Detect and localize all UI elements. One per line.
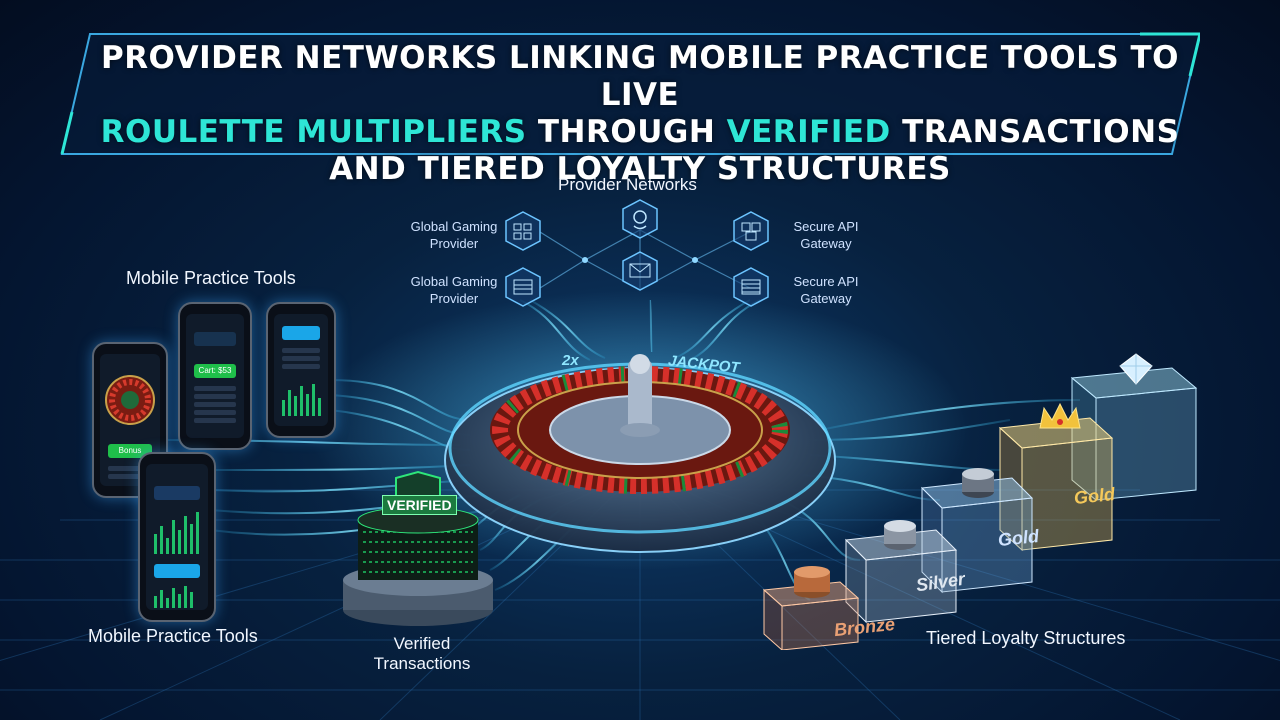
title-text-through: THROUGH <box>526 114 727 150</box>
phone-wallet-app: Cart: $53 <box>178 302 252 450</box>
phone-stats-app <box>266 302 336 438</box>
provider-node-4-line-1: Secure API <box>793 274 859 289</box>
phone-header-bar <box>282 326 320 340</box>
roulette-wheel <box>444 354 836 553</box>
bar-chart-icon <box>154 586 193 608</box>
provider-node-3-line-2: Gateway <box>800 236 852 251</box>
phone-screen <box>274 314 328 426</box>
provider-node-label-2: Global Gaming Provider <box>398 273 510 307</box>
tier-label-gold-high: Gold <box>1073 483 1116 509</box>
phone-row <box>282 364 320 369</box>
provider-networks-heading: Provider Networks <box>558 175 697 194</box>
phone-row <box>194 402 236 407</box>
phone-screen <box>146 464 208 610</box>
mini-roulette-icon <box>105 375 155 425</box>
server-rack-icon <box>505 267 541 307</box>
provider-node-1-line-2: Provider <box>429 236 479 251</box>
phone-screen: Cart: $53 <box>186 314 244 438</box>
crown-icon <box>1039 402 1081 429</box>
provider-node-4-line-2: Gateway <box>800 291 852 306</box>
phone-row <box>108 466 152 471</box>
phone-bonus-button[interactable]: Bonus <box>108 444 152 458</box>
phone-row <box>194 410 236 415</box>
title-highlight-verified: VERIFIED <box>726 114 891 150</box>
lock-cube-icon <box>733 211 769 251</box>
tier-block-bronze <box>762 581 860 650</box>
phone-roulette-app: Bonus <box>92 342 168 498</box>
verified-label-line-2: Transactions <box>373 654 471 673</box>
provider-node-3-line-1: Secure API <box>793 219 859 234</box>
phone-row <box>194 418 236 423</box>
grid-chip-icon <box>505 211 541 251</box>
bronze-coin-stack <box>794 566 830 598</box>
phone-action-button[interactable] <box>154 564 200 578</box>
phone-row <box>194 394 236 399</box>
title-banner-frame <box>60 32 1200 155</box>
provider-node-1-line-1: Global Gaming <box>410 219 498 234</box>
title-line-2: ROULETTE MULTIPLIERS THROUGH VERIFIED TR… <box>60 114 1220 151</box>
verified-transactions-label: Verified Transactions <box>362 634 482 674</box>
phone-row <box>282 356 320 361</box>
provider-node-2-line-1: Global Gaming <box>410 274 498 289</box>
phone-header-bar <box>194 332 236 346</box>
phone-analytics-app <box>138 452 216 622</box>
phone-header-bar <box>154 486 200 500</box>
phone-row <box>194 386 236 391</box>
provider-node-2-line-2: Provider <box>429 291 479 306</box>
bar-chart-icon <box>282 384 321 416</box>
envelope-icon <box>622 251 658 291</box>
mobile-tools-heading-top: Mobile Practice Tools <box>126 268 296 288</box>
headset-icon <box>622 199 658 239</box>
title-highlight-multipliers: ROULETTE MULTIPLIERS <box>100 114 527 150</box>
phone-row <box>108 474 152 479</box>
phone-row <box>282 348 320 353</box>
page-title: PROVIDER NETWORKS LINKING MOBILE PRACTIC… <box>60 40 1220 188</box>
multiplier-badge: 2x <box>562 352 579 369</box>
mobile-tools-heading-bottom: Mobile Practice Tools <box>88 626 258 646</box>
bar-chart-icon <box>154 512 199 554</box>
silver-coin-stack <box>884 520 916 550</box>
diamond-icon <box>1119 353 1153 385</box>
loyalty-heading: Tiered Loyalty Structures <box>926 628 1126 648</box>
loyalty-tier-blocks <box>762 353 1198 650</box>
verified-badge: VERIFIED <box>382 495 457 515</box>
title-text-transactions: TRANSACTIONS <box>890 114 1180 150</box>
title-line-3: AND TIERED LOYALTY STRUCTURES <box>329 151 951 187</box>
verified-label-line-1: Verified <box>393 634 451 653</box>
tier-block-silver <box>844 529 958 624</box>
tier-label-gold-mid: Gold <box>997 525 1040 551</box>
verified-server-stack <box>343 470 493 626</box>
title-line-1: PROVIDER NETWORKS LINKING MOBILE PRACTIC… <box>100 40 1180 113</box>
phone-cart-value: Cart: $53 <box>194 364 236 378</box>
server-stack-icon <box>733 267 769 307</box>
platinum-coin-stack <box>962 468 994 498</box>
provider-node-label-3: Secure API Gateway <box>776 218 876 252</box>
provider-node-label-1: Global Gaming Provider <box>398 218 510 252</box>
provider-node-label-4: Secure API Gateway <box>776 273 876 307</box>
